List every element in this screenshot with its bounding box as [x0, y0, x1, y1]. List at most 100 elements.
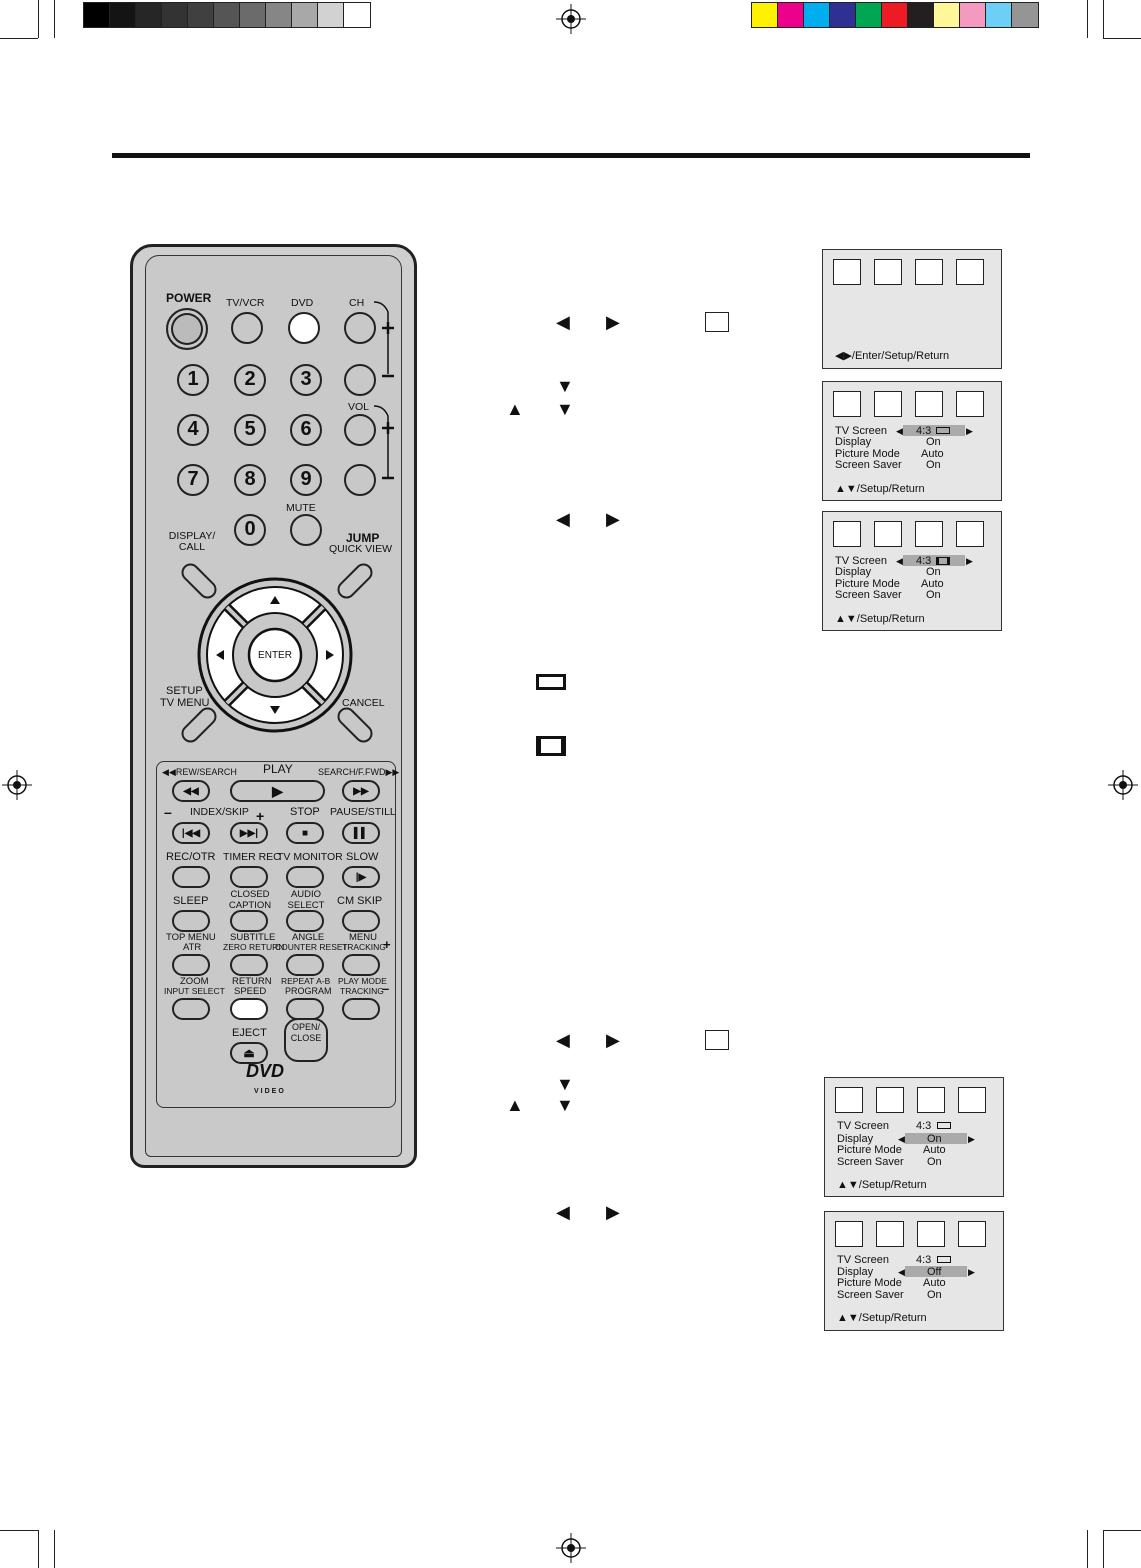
number-7-button[interactable]: 7 [177, 464, 209, 496]
skip-back-button[interactable]: |◀◀ [172, 822, 210, 844]
play-mode-label: PLAY MODE [338, 976, 387, 986]
ch-up-button[interactable] [344, 312, 376, 344]
color-swatch [908, 3, 934, 27]
subtitle-label: SUBTITLE [230, 932, 276, 943]
number-0-button[interactable]: 0 [234, 514, 266, 546]
skip-forward-button[interactable]: ▶▶| [230, 822, 268, 844]
dvd-button[interactable] [288, 312, 320, 344]
picture-menu-icon [705, 312, 729, 332]
osd-row-label: TV Screen [837, 1254, 889, 1266]
picture-icon [874, 259, 902, 285]
sleep-button[interactable] [172, 910, 210, 932]
timer-rec-button[interactable] [230, 866, 268, 888]
transport-panel [156, 761, 396, 1108]
color-swatch [882, 3, 908, 27]
audio-icon [915, 521, 943, 547]
picture-icon [876, 1221, 904, 1247]
header-rule [112, 153, 1030, 158]
dpad-right-button[interactable] [316, 636, 344, 672]
dpad-down-button[interactable] [256, 696, 292, 724]
widescreen-aspect-icon [937, 1122, 951, 1129]
dpad-left-button[interactable] [206, 636, 234, 672]
return-label: RETURN [232, 976, 272, 987]
tracking-plus-label: TRACKING [342, 942, 386, 952]
number-5-button[interactable]: 5 [234, 414, 266, 446]
tv-vcr-label: TV/VCR [226, 297, 265, 309]
index-skip-label: INDEX/SKIP [190, 806, 249, 818]
open-close-button[interactable] [284, 1018, 328, 1062]
number-1-button[interactable]: 1 [177, 364, 209, 396]
angle-button[interactable] [286, 954, 324, 976]
color-swatch [162, 3, 188, 27]
osd-row-value: On [926, 436, 941, 448]
tracking-minus-label: TRACKING [340, 986, 384, 996]
number-6-button[interactable]: 6 [290, 414, 322, 446]
eject-button[interactable]: ⏏ [230, 1042, 268, 1064]
tv-monitor-button[interactable] [286, 866, 324, 888]
tv-vcr-button[interactable] [231, 312, 263, 344]
zero-return-label: ZERO RETURN [223, 942, 285, 952]
osd-row-value: On [926, 589, 941, 601]
enter-button[interactable]: ENTER [258, 650, 292, 661]
osd-screen-display-off: ◀ ▶ TV Screen Display Picture Mode Scree… [824, 1211, 1004, 1331]
osd-row-value: On [927, 1133, 942, 1145]
zoom-button[interactable] [172, 998, 210, 1020]
fast-forward-button[interactable]: ▶▶ [342, 780, 380, 802]
osd-row-value: 4:3 [916, 555, 932, 567]
number-8-button[interactable]: 8 [234, 464, 266, 496]
number-2-button[interactable]: 2 [234, 364, 266, 396]
osd-screen-tv-screen-changed: ◀ ▶ TV Screen Display Picture Mode Scree… [822, 511, 1002, 631]
rec-otr-label: REC/OTR [166, 851, 216, 863]
color-swatch [110, 3, 136, 27]
rec-otr-button[interactable] [172, 866, 210, 888]
registration-mark-top [556, 4, 586, 34]
stop-button[interactable]: ■ [286, 822, 324, 844]
dpad-up-button[interactable] [256, 586, 292, 614]
ch-down-button[interactable] [344, 364, 376, 396]
closed-caption-button[interactable] [230, 910, 268, 932]
caret-left-icon: ◀ [896, 556, 903, 566]
jump-label: JUMP [346, 531, 380, 545]
play-button[interactable]: ▶ [230, 780, 325, 802]
cm-skip-button[interactable] [342, 910, 380, 932]
color-swatch [188, 3, 214, 27]
down-arrow-icon: ▼ [556, 1095, 574, 1115]
open-close-label: OPEN/ CLOSE [290, 1022, 322, 1043]
number-3-button[interactable]: 3 [290, 364, 322, 396]
letterbox-aspect-icon [936, 557, 950, 565]
osd-row-value: Auto [923, 1277, 946, 1289]
down-arrow-icon: ▼ [556, 1074, 574, 1094]
number-4-button[interactable]: 4 [177, 414, 209, 446]
audio-select-button[interactable] [286, 910, 324, 932]
osd-row-label: Picture Mode [835, 578, 900, 590]
up-arrow-icon: ▲ [506, 399, 524, 419]
pause-still-button[interactable]: ▌▌ [342, 822, 380, 844]
osd-row-label: TV Screen [835, 425, 887, 437]
menu-button[interactable] [342, 954, 380, 976]
search-ffwd-label: SEARCH/F.FWD▶▶ [318, 767, 400, 777]
down-arrow-icon: ▼ [556, 376, 574, 396]
repeat-ab-button[interactable] [286, 998, 324, 1020]
color-swatch [318, 3, 344, 27]
slow-button[interactable]: |▶ [342, 866, 380, 888]
osd-footer: ▲▼/Setup/Return [835, 613, 925, 625]
atr-label: ATR [183, 942, 202, 953]
osd-footer: ▲▼/Setup/Return [837, 1312, 927, 1324]
vol-down-button[interactable] [344, 464, 376, 496]
number-9-button[interactable]: 9 [290, 464, 322, 496]
power-button[interactable] [166, 308, 208, 350]
repeat-ab-label: REPEAT A-B [281, 976, 331, 986]
vol-up-button[interactable] [344, 414, 376, 446]
angle-label: ANGLE [292, 932, 325, 943]
top-menu-button[interactable] [172, 954, 210, 976]
subtitle-button[interactable] [230, 954, 268, 976]
mute-button[interactable] [290, 514, 322, 546]
color-swatch [1012, 3, 1038, 27]
remote-face: POWER TV/VCR DVD CH 1 2 3 VOL 4 5 6 [145, 255, 402, 1157]
return-button[interactable] [230, 998, 268, 1020]
play-mode-button[interactable] [342, 998, 380, 1020]
osd-row-value: Auto [921, 578, 944, 590]
rewind-button[interactable]: ◀◀ [172, 780, 210, 802]
gray-color-bar [83, 2, 371, 28]
picture-icon [874, 521, 902, 547]
